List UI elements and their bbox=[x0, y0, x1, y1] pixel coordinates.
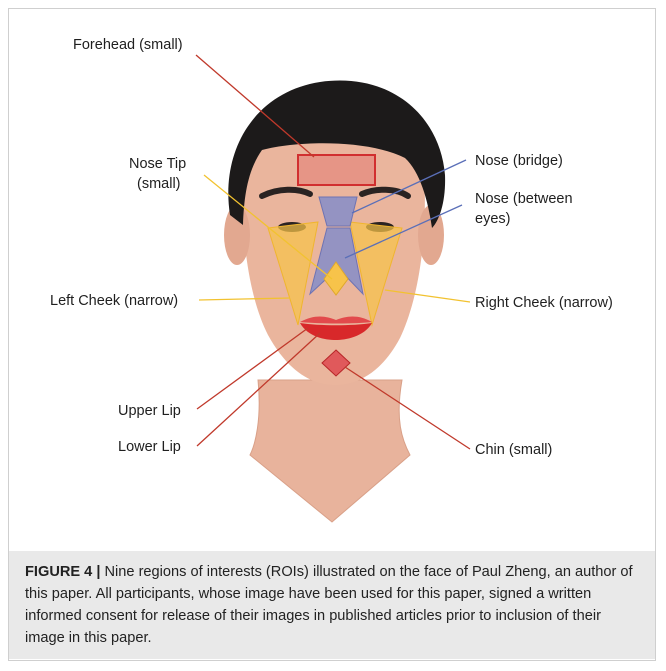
label-nose-between-1: Nose (between bbox=[475, 190, 573, 209]
label-lower-lip: Lower Lip bbox=[118, 438, 181, 457]
label-left-cheek: Left Cheek (narrow) bbox=[50, 292, 178, 311]
caption-text: Nine regions of interests (ROIs) illustr… bbox=[25, 564, 633, 646]
label-chin: Chin (small) bbox=[475, 441, 552, 460]
face-illustration bbox=[0, 0, 666, 560]
label-nose-tip-1: Nose Tip bbox=[129, 155, 186, 174]
label-upper-lip: Upper Lip bbox=[118, 402, 181, 421]
label-nose-tip-2: (small) bbox=[137, 175, 181, 194]
figure-caption: FIGURE 4 | Nine regions of interests (RO… bbox=[25, 561, 640, 649]
neck bbox=[250, 380, 410, 522]
figure-label: FIGURE 4 | bbox=[25, 564, 100, 580]
label-nose-bridge: Nose (bridge) bbox=[475, 152, 563, 171]
label-forehead: Forehead (small) bbox=[73, 36, 183, 55]
forehead-roi bbox=[298, 155, 375, 185]
label-nose-between-2: eyes) bbox=[475, 210, 510, 229]
label-right-cheek: Right Cheek (narrow) bbox=[475, 294, 613, 313]
